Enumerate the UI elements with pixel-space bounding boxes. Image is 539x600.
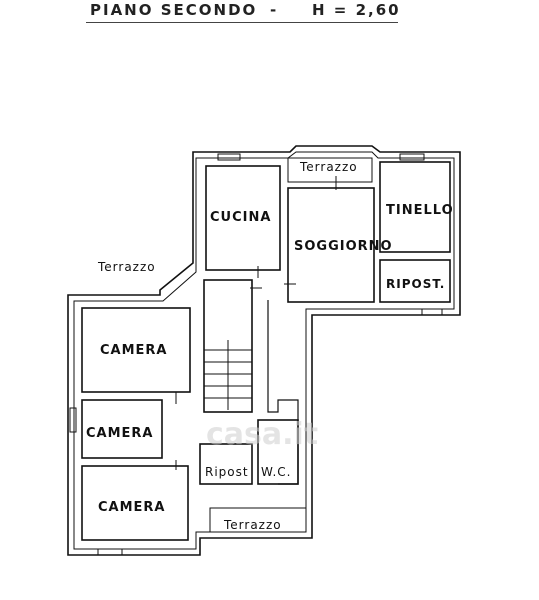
label-ripost-bottom: Ripost xyxy=(205,465,249,479)
ripost-bottom-room xyxy=(199,443,253,485)
label-camera-3: CAMERA xyxy=(98,500,166,515)
label-ripost-top: RIPOST. xyxy=(386,277,445,291)
corridor-wall xyxy=(267,300,299,485)
label-terrazzo-top: Terrazzo xyxy=(299,160,358,174)
header-dash: - xyxy=(270,1,279,19)
outer-wall xyxy=(67,145,461,556)
wc-room xyxy=(257,419,299,485)
label-terrazzo-left: Terrazzo xyxy=(97,260,156,274)
header-underline xyxy=(86,22,398,23)
terrazzo-top-area xyxy=(287,157,373,183)
label-camera-2: CAMERA xyxy=(86,426,154,441)
cucina-room xyxy=(205,165,281,271)
watermark-text: casa.it xyxy=(206,417,318,452)
window xyxy=(217,153,241,161)
label-cucina: CUCINA xyxy=(210,210,271,225)
soggiorno-room xyxy=(287,187,375,303)
camera-1-room xyxy=(81,307,191,393)
inner-outline xyxy=(73,151,455,550)
height-label: H = 2,60 xyxy=(312,1,401,19)
terrazzo-bottom-area xyxy=(209,507,307,533)
camera-2-room xyxy=(81,399,163,459)
window xyxy=(97,548,123,556)
camera-3-room xyxy=(81,465,189,541)
label-camera-1: CAMERA xyxy=(100,343,168,358)
label-terrazzo-bottom: Terrazzo xyxy=(223,518,282,532)
stair-treads xyxy=(204,340,252,410)
tinello-room xyxy=(379,161,451,253)
label-wc: W.C. xyxy=(261,465,292,479)
window xyxy=(421,308,443,316)
label-tinello: TINELLO xyxy=(386,203,454,218)
plan-header: PIANO SECONDO - H = 2,60 xyxy=(0,0,539,30)
ripost-top-room xyxy=(379,259,451,303)
stair-well xyxy=(203,279,253,413)
label-soggiorno: SOGGIORNO xyxy=(294,239,393,254)
window xyxy=(69,407,77,433)
floor-label: PIANO SECONDO xyxy=(90,1,258,19)
window xyxy=(399,153,425,161)
